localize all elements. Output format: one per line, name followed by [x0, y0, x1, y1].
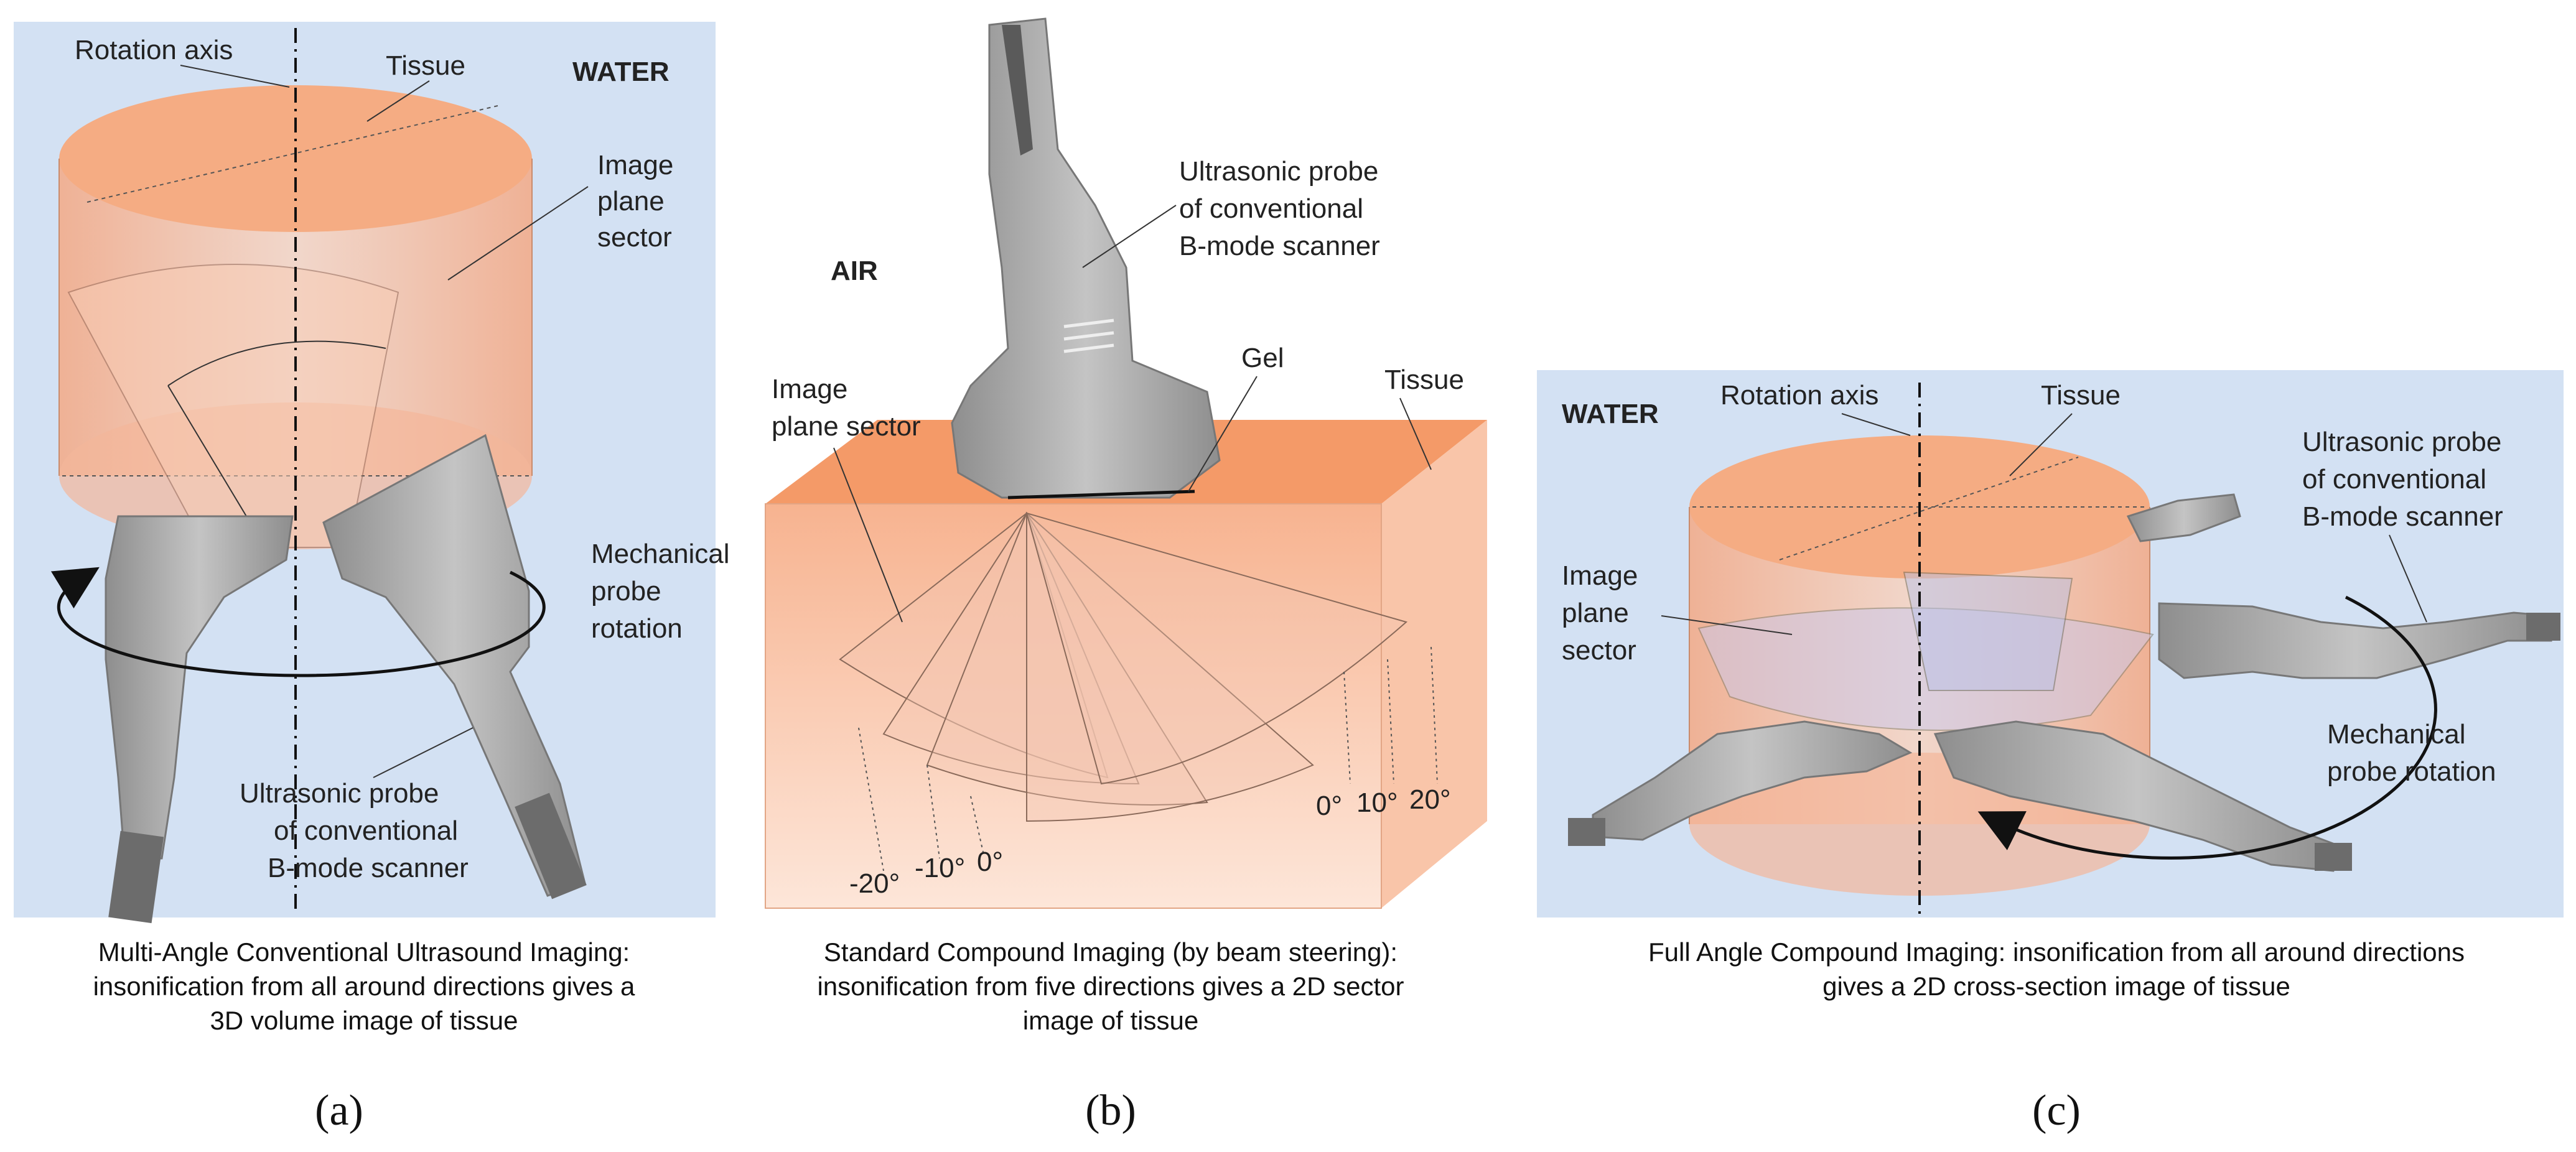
panel-b-label-gel: Gel	[1241, 343, 1284, 373]
panel-c-label-probe-1: Ultrasonic probe	[2302, 427, 2501, 457]
panel-b-label-air: AIR	[831, 256, 878, 286]
panel-b-label-probe-1: Ultrasonic probe	[1179, 156, 1378, 187]
panel-b-tissue-box	[765, 420, 1487, 909]
panel-c-caption-line-1: Full Angle Compound Imaging: insonificat…	[1648, 937, 2465, 967]
panel-c-label-tissue: Tissue	[2041, 380, 2121, 411]
panel-a-label-probe-1: Ultrasonic probe	[240, 778, 439, 809]
panel-b-caption-line-2: insonification from five directions give…	[817, 972, 1404, 1001]
panel-b-label-image-plane-2: plane sector	[772, 411, 921, 442]
panel-a-probe-left	[105, 515, 294, 924]
panel-c: WATER Rotation axis Tissue Ultrasonic pr…	[1537, 370, 2564, 1135]
panel-b-label-probe-2: of conventional	[1179, 193, 1363, 224]
panel-c-label-rotation-axis: Rotation axis	[1720, 380, 1878, 411]
panel-c-label-probe-3: B-mode scanner	[2302, 501, 2503, 532]
panel-c-label-image-plane-2: plane	[1562, 598, 1629, 628]
panel-b-probe	[951, 17, 1221, 499]
panel-b-label-tissue: Tissue	[1384, 365, 1464, 395]
panel-b: Ultrasonic probe of conventional B-mode …	[765, 17, 1487, 1135]
panel-a-label-image-plane-1: Image	[597, 150, 673, 180]
panel-a: Rotation axis Tissue WATER Image plane s…	[14, 22, 730, 1135]
panel-a-caption-line-3: 3D volume image of tissue	[210, 1006, 518, 1035]
panel-c-label-image-plane-1: Image	[1562, 560, 1638, 591]
panel-c-label-water: WATER	[1562, 399, 1659, 429]
panel-c-probe-top-right	[2126, 493, 2241, 542]
panel-b-label-image-plane-1: Image	[772, 374, 847, 404]
panel-c-probe-right	[2158, 602, 2560, 679]
panel-c-label-image-plane-3: sector	[1562, 635, 1636, 666]
panel-b-caption-line-1: Standard Compound Imaging (by beam steer…	[824, 937, 1398, 967]
panel-a-caption-line-2: insonification from all around direction…	[93, 972, 635, 1001]
panel-a-label-probe-3: B-mode scanner	[268, 853, 469, 883]
panel-c-probe-bottom-right	[1933, 720, 2352, 872]
panel-c-letter: (c)	[2032, 1087, 2081, 1135]
panel-a-label-rotation-axis: Rotation axis	[75, 35, 233, 65]
panel-b-sectors	[839, 511, 1408, 822]
panel-a-label-probe-2: of conventional	[274, 815, 458, 846]
panel-a-label-image-plane-3: sector	[597, 222, 672, 253]
panel-c-label-mech-rotation-1: Mechanical	[2327, 719, 2466, 750]
panel-b-label-angle-m20: -20°	[849, 868, 900, 899]
panel-a-label-water: WATER	[572, 57, 670, 87]
panel-b-label-angle-0b: 0°	[1316, 791, 1342, 821]
panel-b-label-probe-3: B-mode scanner	[1179, 231, 1380, 261]
panel-a-image-plane-sector	[67, 264, 399, 548]
panel-b-label-angle-20: 20°	[1409, 784, 1451, 815]
panel-a-rotation-arrow	[50, 567, 546, 677]
panel-a-letter: (a)	[315, 1087, 363, 1135]
panel-a-label-image-plane-2: plane	[597, 186, 665, 216]
panel-c-label-probe-2: of conventional	[2302, 464, 2486, 495]
panel-b-label-angle-10: 10°	[1356, 787, 1398, 818]
panel-c-probe-left	[1568, 720, 1913, 846]
panel-b-label-angle-0a: 0°	[977, 847, 1003, 877]
panel-c-label-mech-rotation-2: probe rotation	[2327, 756, 2496, 787]
panel-a-caption-line-1: Multi-Angle Conventional Ultrasound Imag…	[98, 937, 630, 967]
panel-b-caption-line-3: image of tissue	[1023, 1006, 1198, 1035]
panel-b-angle-guides	[858, 646, 1438, 871]
panel-b-label-angle-m10: -10°	[915, 853, 965, 883]
panel-a-label-mech-rotation-1: Mechanical	[591, 539, 730, 569]
panel-c-caption-line-2: gives a 2D cross-section image of tissue	[1822, 972, 2290, 1001]
panel-a-probe-right	[322, 434, 587, 899]
panel-c-rotation-arrow	[1977, 595, 2438, 860]
panel-b-letter: (b)	[1085, 1087, 1136, 1135]
panel-a-label-mech-rotation-3: rotation	[591, 613, 683, 644]
panel-a-label-mech-rotation-2: probe	[591, 576, 661, 606]
panel-a-label-tissue: Tissue	[386, 50, 465, 81]
